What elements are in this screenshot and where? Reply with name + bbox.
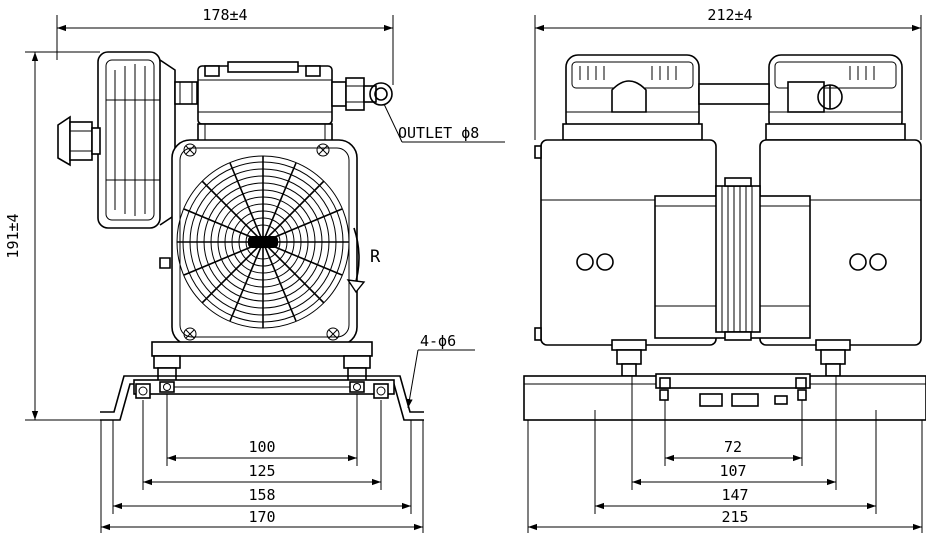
connector-tube (174, 81, 198, 105)
side-base-dimensions: 100 125 158 170 (100, 394, 424, 533)
side-feet (151, 341, 373, 383)
motor-fan-cover (57, 51, 176, 229)
rotation-arrow: R (346, 227, 381, 294)
outlet-label: OUTLET ϕ8 (398, 124, 479, 142)
pump-head (197, 61, 333, 143)
right-pump-head (765, 54, 906, 141)
side-dim-2: 125 (248, 462, 275, 480)
front-base-plate (523, 373, 926, 421)
crossover-tube (698, 83, 770, 105)
rotation-label: R (370, 247, 381, 267)
center-motor (654, 177, 811, 341)
front-dim-3: 147 (721, 486, 748, 504)
outlet-fitting (331, 77, 393, 111)
holes-label: 4-ϕ6 (420, 332, 456, 350)
front-view: 212±4 (523, 6, 926, 533)
left-pump-head (562, 54, 703, 141)
front-feet (611, 339, 851, 377)
holes-callout: 4-ϕ6 (406, 332, 475, 409)
side-base-bracket (100, 375, 424, 421)
fan-grille (176, 155, 350, 329)
front-dim-4: 215 (721, 508, 748, 526)
side-dim-3: 158 (248, 486, 275, 504)
outlet-callout: OUTLET ϕ8 (383, 103, 505, 143)
front-base-dimensions: 72 107 147 215 (527, 376, 923, 533)
front-dim-1: 72 (724, 438, 742, 456)
front-overall-width-label: 212±4 (707, 6, 752, 24)
dim-overall-width-side: 178±4 (56, 6, 394, 85)
overall-width-label: 178±4 (202, 6, 247, 24)
front-dim-2: 107 (719, 462, 746, 480)
side-dim-1: 100 (248, 438, 275, 456)
side-view: 178±4 191±4 (4, 6, 505, 533)
dim-overall-height: 191±4 (4, 51, 110, 421)
motor-body: R (159, 139, 381, 346)
overall-height-label: 191±4 (4, 213, 22, 258)
side-dim-4: 170 (248, 508, 275, 526)
dim-overall-width-front: 212±4 (534, 6, 922, 140)
